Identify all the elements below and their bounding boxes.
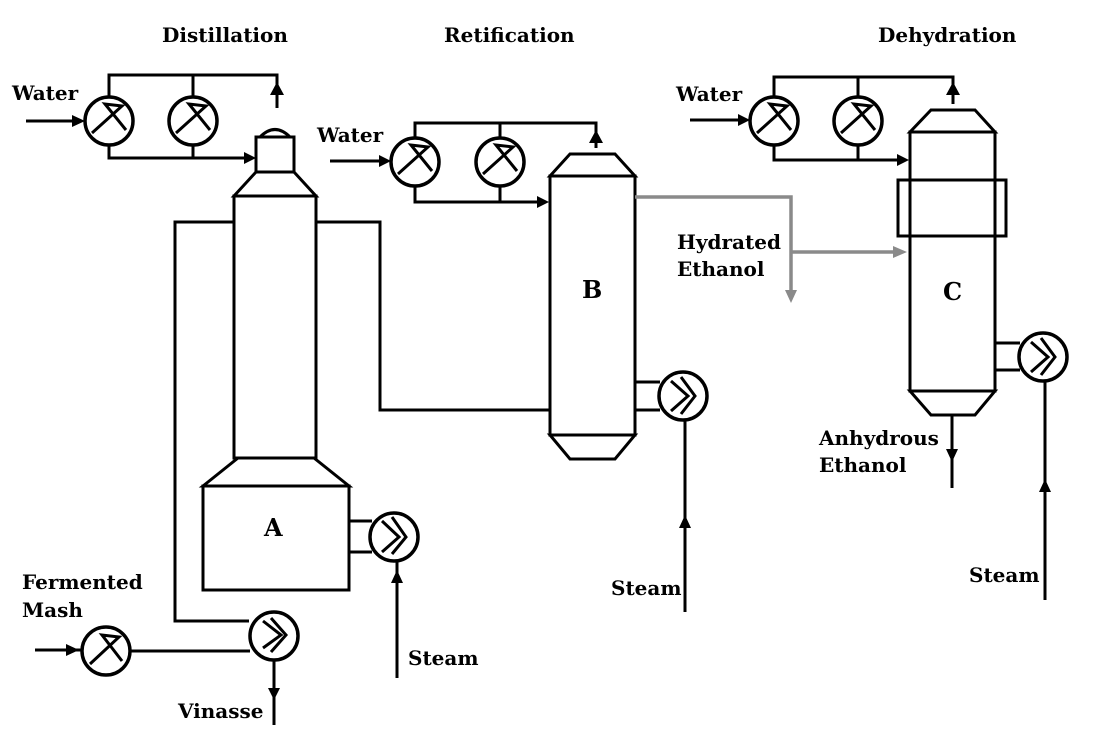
section-title-dehydration: Dehydration — [878, 23, 1017, 47]
fermented-mash-label-line1: Fermented — [22, 570, 143, 594]
steam-label-c: Steam — [969, 563, 1040, 587]
flow-arrow-icon — [897, 154, 909, 166]
condenser-b1 — [389, 136, 441, 188]
flow-arrow-icon — [946, 449, 958, 462]
column-b — [546, 152, 639, 461]
condenser-a2 — [167, 95, 219, 147]
column-b-label: B — [582, 275, 602, 304]
flow-arrow-icon — [391, 570, 403, 583]
flow-arrow-icon — [537, 196, 549, 208]
condenser-c2 — [832, 95, 884, 147]
flow-arrow-icon — [72, 115, 85, 127]
reboiler-a — [368, 511, 420, 563]
hydrated-ethanol-label-line1: Hydrated — [677, 230, 781, 254]
fermented-mash-label-line2: Mash — [22, 598, 83, 622]
flow-arrow-icon — [785, 290, 797, 303]
feed-heat-exchanger — [248, 610, 300, 662]
condenser-a1 — [83, 95, 135, 147]
flow-arrow-icon — [244, 152, 256, 164]
section-title-retification: Retification — [444, 23, 575, 47]
flow-arrow-icon — [893, 246, 907, 258]
reboiler-c — [1017, 331, 1069, 383]
flow-arrow-icon — [379, 155, 391, 167]
flow-arrow-icon — [66, 644, 79, 656]
flow-arrow-icon — [738, 114, 750, 126]
flow-arrow-icon — [589, 130, 603, 143]
steam-label-a: Steam — [408, 646, 479, 670]
flow-arrow-icon — [679, 515, 691, 528]
column-a-label: A — [263, 513, 283, 542]
column-c-label: C — [943, 277, 962, 306]
condenser-c1 — [748, 95, 800, 147]
flow-arrow-icon — [946, 82, 960, 95]
reboiler-b — [657, 370, 709, 422]
water-label-dehydration: Water — [675, 82, 743, 106]
vinasse-label: Vinasse — [177, 699, 264, 723]
flow-arrow-icon — [268, 688, 280, 700]
anhydrous-ethanol-label-line2: Ethanol — [819, 453, 907, 477]
column-a — [198, 128, 354, 592]
condenser-b2 — [474, 136, 526, 188]
water-label-retification: Water — [316, 123, 384, 147]
steam-label-b: Steam — [611, 576, 682, 600]
column-c — [896, 108, 1008, 417]
mash-preheater — [80, 625, 132, 677]
section-title-distillation: Distillation — [162, 23, 288, 47]
hydrated-ethanol-label-line2: Ethanol — [677, 257, 765, 281]
flow-arrow-icon — [270, 82, 284, 95]
flow-arrow-icon — [1039, 479, 1051, 492]
anhydrous-ethanol-label-line1: Anhydrous — [818, 426, 939, 450]
water-label-distillation: Water — [11, 81, 79, 105]
